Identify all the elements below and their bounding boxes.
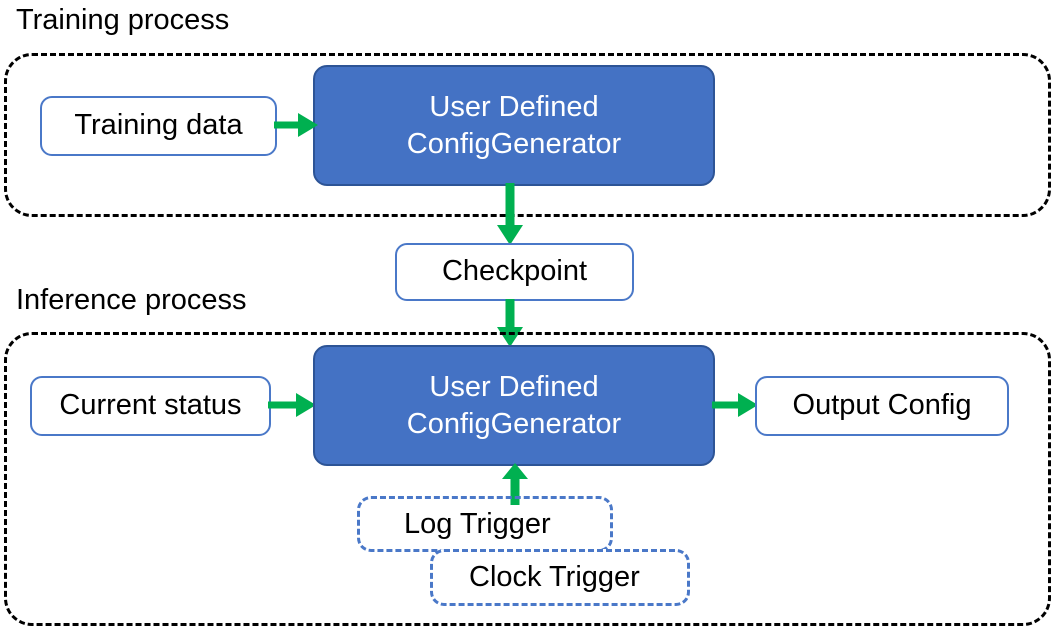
arrow-training-data-to-generator [274,110,318,140]
inference-config-generator-line2: ConfigGenerator [406,407,622,440]
log-trigger-label: Log Trigger [404,507,551,540]
arrow-triggers-to-generator [500,463,530,505]
output-config-label: Output Config [792,389,972,422]
training-process-title: Training process [16,4,230,36]
training-config-generator-box[interactable]: User Defined ConfigGenerator [313,65,715,186]
log-trigger-box[interactable]: Log Trigger [357,496,613,552]
training-data-box[interactable]: Training data [40,96,277,156]
inference-config-generator-line1: User Defined [429,370,599,403]
training-config-generator-line1: User Defined [429,90,599,123]
training-process-container [4,53,1051,217]
arrow-current-status-to-generator [268,390,316,420]
current-status-box[interactable]: Current status [30,376,271,436]
checkpoint-box[interactable]: Checkpoint [395,243,634,301]
inference-process-title: Inference process [16,284,247,316]
training-data-label: Training data [74,109,243,142]
clock-trigger-label: Clock Trigger [469,561,640,593]
clock-trigger-box[interactable]: Clock Trigger [430,549,690,606]
current-status-label: Current status [59,389,242,422]
arrow-generator-to-output-config [712,390,758,420]
inference-process-container [4,332,1051,626]
training-config-generator-line2: ConfigGenerator [406,127,622,160]
arrow-generator-to-checkpoint [495,183,525,245]
inference-config-generator-box[interactable]: User Defined ConfigGenerator [313,345,715,466]
checkpoint-label: Checkpoint [441,255,588,288]
output-config-box[interactable]: Output Config [755,376,1009,436]
